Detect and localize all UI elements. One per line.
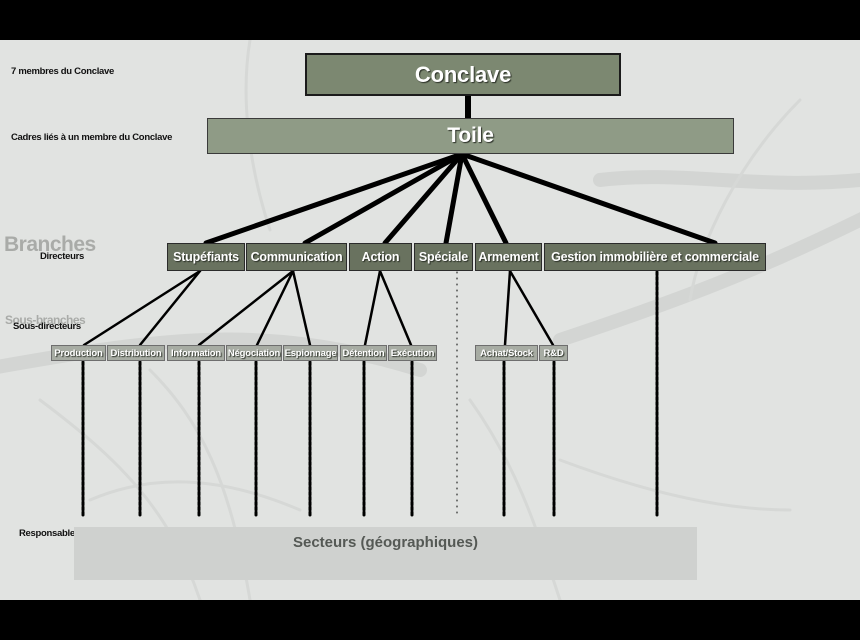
connector-lines: [81, 93, 718, 518]
sectors-box: Secteurs (géographiques): [74, 527, 697, 580]
link-toile-action: [382, 151, 465, 246]
link-branch-execution: [378, 269, 413, 347]
sub-r-and-d: R&D: [539, 345, 568, 361]
sub-production: Production: [51, 345, 106, 361]
branch-communication: Communication: [246, 243, 347, 271]
link-branch-production: [82, 269, 202, 347]
link-toile-armement: [459, 151, 509, 246]
link-branch-espionnage: [291, 269, 312, 347]
sub-execution: Exécution: [388, 345, 437, 361]
link-toile-stupefiants: [203, 151, 465, 246]
branch-action: Action: [349, 243, 412, 271]
link-branch-information: [197, 269, 295, 347]
branch-armement: Armement: [475, 243, 542, 271]
level-label-conclave: 7 membres du Conclave: [11, 66, 114, 77]
link-branch-distribution: [138, 269, 202, 347]
link-toile-speciale: [443, 151, 465, 246]
sub-espionnage: Espionnage: [283, 345, 338, 361]
link-toile-communication: [302, 151, 465, 246]
link-branch-achat-stock: [503, 269, 512, 347]
sub-distribution: Distribution: [107, 345, 165, 361]
sectors-label: Secteurs (géographiques): [292, 533, 479, 551]
link-branch-detention: [363, 269, 382, 347]
sub-negociation: Négociation: [226, 345, 282, 361]
level-label-directeurs: Directeurs: [40, 251, 84, 262]
ghost-label-subbranches: Sous-branches: [5, 313, 86, 327]
link-branch-negociation: [255, 269, 295, 347]
branch-stupefiants: Stupéfiants: [167, 243, 245, 271]
link-branch-r-and-d: [508, 269, 555, 347]
level-label-sous-directeurs: Sous-directeurs: [13, 321, 81, 332]
toile-box: Toile: [207, 118, 734, 154]
sub-achat-stock: Achat/Stock: [475, 345, 538, 361]
level-label-cadres: Cadres liés à un membre du Conclave: [11, 132, 173, 143]
org-chart: 7 membres du Conclave Cadres liés à un m…: [0, 40, 860, 600]
ghost-label-branches: Branches: [4, 233, 96, 256]
sub-detention: Détention: [340, 345, 387, 361]
conclave-box: Conclave: [305, 53, 621, 96]
branch-speciale: Spéciale: [414, 243, 473, 271]
branch-gestion: Gestion immobilière et commerciale: [544, 243, 766, 271]
link-toile-gestion: [459, 151, 718, 246]
sub-information: Information: [167, 345, 225, 361]
